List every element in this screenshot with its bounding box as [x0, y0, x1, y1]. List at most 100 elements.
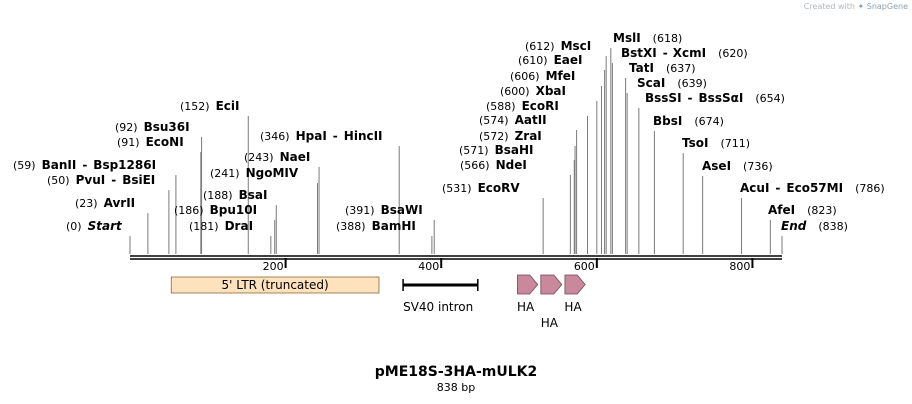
- site-name-separator: -: [663, 46, 668, 60]
- site-enzyme-name: EciI: [216, 99, 240, 113]
- site-enzyme-name: TsoI: [682, 136, 708, 150]
- site-enzyme-name: ZraI: [515, 129, 542, 143]
- site-enzyme-name: MfeI: [546, 69, 576, 83]
- site-position: (23): [75, 197, 98, 210]
- site-position: (388): [336, 220, 366, 233]
- site-position: (838): [818, 220, 848, 233]
- site-position: (574): [479, 114, 509, 127]
- site-position: (241): [210, 167, 240, 180]
- ha-tag-arrow: [540, 274, 563, 295]
- site-position: (600): [500, 85, 530, 98]
- site-position: (152): [180, 100, 210, 113]
- site-label: BbsI (674): [653, 114, 724, 128]
- ha-tag-label: HA: [541, 316, 559, 330]
- site-enzyme-name: BsiEI: [122, 173, 155, 187]
- site-enzyme-name: BssSI: [645, 91, 682, 105]
- site-label: (346)HpaI-HincII: [260, 129, 383, 143]
- site-name-separator: -: [111, 173, 116, 187]
- site-position: (566): [460, 159, 490, 172]
- site-enzyme-name: BssSαI: [699, 91, 744, 105]
- site-position: (823): [807, 204, 837, 217]
- scale-tick-label: 200: [263, 260, 284, 273]
- site-enzyme-name: XcmI: [673, 46, 706, 60]
- site-enzyme-name: BamHI: [372, 219, 416, 233]
- site-enzyme-name: EcoRI: [522, 99, 559, 113]
- site-label: (572) ZraI: [479, 129, 542, 143]
- site-label: AcuI-Eco57MI(786): [740, 181, 885, 195]
- site-label: (92)Bsu36I: [115, 120, 190, 134]
- site-label: BstXI-XcmI(620): [621, 46, 748, 60]
- site-enzyme-name: Bpu10I: [210, 203, 257, 217]
- site-label: (610)EaeI: [518, 53, 583, 67]
- site-label: MslI(618): [613, 31, 682, 45]
- site-position: (50): [47, 174, 70, 187]
- site-label: (388) BamHI: [336, 219, 416, 233]
- site-position: (639): [677, 77, 707, 90]
- site-label: (566) NdeI: [460, 158, 527, 172]
- ha-tag-label: HA: [564, 300, 582, 314]
- scale-tick-label: 600: [574, 260, 595, 273]
- site-position: (588): [486, 100, 516, 113]
- site-position: (612): [525, 40, 555, 53]
- site-position: (186): [174, 204, 204, 217]
- site-label: ScaI (639): [637, 76, 707, 90]
- site-enzyme-name: PvuI: [76, 173, 106, 187]
- snapgene-logo-icon: ✦: [857, 2, 865, 11]
- site-label: (59)BanII-Bsp1286I: [13, 158, 156, 172]
- site-enzyme-name: MslI: [613, 31, 641, 45]
- site-position: (711): [720, 137, 750, 150]
- site-enzyme-name: Bsu36I: [144, 120, 190, 134]
- site-enzyme-name: DraI: [225, 219, 253, 233]
- site-label: (571)BsaHI: [459, 143, 534, 157]
- site-enzyme-name: EcoNI: [146, 135, 184, 149]
- site-enzyme-name: XbaI: [536, 84, 566, 98]
- site-label: (588) EcoRI: [486, 99, 559, 113]
- site-label: (531)EcoRV: [442, 181, 520, 195]
- site-enzyme-name: Eco57MI: [786, 181, 843, 195]
- site-label: BssSI-BssSαI(654): [645, 91, 785, 105]
- ha-tag-arrow: [564, 274, 586, 295]
- site-position: (59): [13, 159, 36, 172]
- site-label: (188)BsaI: [203, 188, 267, 202]
- site-position: (674): [694, 115, 724, 128]
- site-label: (181) DraI: [189, 219, 253, 233]
- site-enzyme-name: Bsp1286I: [93, 158, 156, 172]
- site-position: (620): [718, 47, 748, 60]
- site-position: (181): [189, 220, 219, 233]
- site-label: (152) EciI: [180, 99, 239, 113]
- plasmid-name: pME18S-3HA-mULK2: [374, 364, 538, 380]
- site-label: TsoI (711): [682, 136, 750, 150]
- site-position: (654): [755, 92, 785, 105]
- site-enzyme-name: TatI: [629, 61, 654, 75]
- site-enzyme-name: MscI: [561, 39, 592, 53]
- site-position: (736): [743, 160, 773, 173]
- site-enzyme-name: BsaHI: [495, 143, 534, 157]
- site-label: (243)NaeI: [244, 150, 310, 164]
- site-position: (572): [479, 130, 509, 143]
- site-enzyme-name: EaeI: [554, 53, 583, 67]
- site-position: (391): [345, 204, 375, 217]
- site-enzyme-name: BbsI: [653, 114, 682, 128]
- site-enzyme-name: NdeI: [496, 158, 527, 172]
- site-enzyme-name: AatII: [515, 113, 547, 127]
- site-label: (50) PvuI-BsiEI: [47, 173, 155, 187]
- site-label: (606)MfeI: [510, 69, 575, 83]
- site-name-separator: -: [333, 129, 338, 143]
- site-label: (186) Bpu10I: [174, 203, 257, 217]
- site-enzyme-name: AvrII: [104, 196, 136, 210]
- site-enzyme-name: ScaI: [637, 76, 665, 90]
- site-enzyme-name: BanII: [42, 158, 77, 172]
- site-enzyme-name: HincII: [344, 129, 383, 143]
- site-enzyme-name: AfeI: [768, 203, 795, 217]
- site-label: (600) XbaI: [500, 84, 566, 98]
- site-enzyme-name: AcuI: [740, 181, 769, 195]
- site-enzyme-name: NgoMIV: [246, 166, 299, 180]
- site-label: (241) NgoMIV: [210, 166, 299, 180]
- site-label: AseI(736): [702, 159, 773, 173]
- ltr-feature-label: 5' LTR (truncated): [222, 278, 329, 292]
- site-position: (0): [66, 220, 82, 233]
- plasmid-length: 838 bp: [436, 381, 476, 394]
- credit-prefix: Created with: [803, 2, 855, 11]
